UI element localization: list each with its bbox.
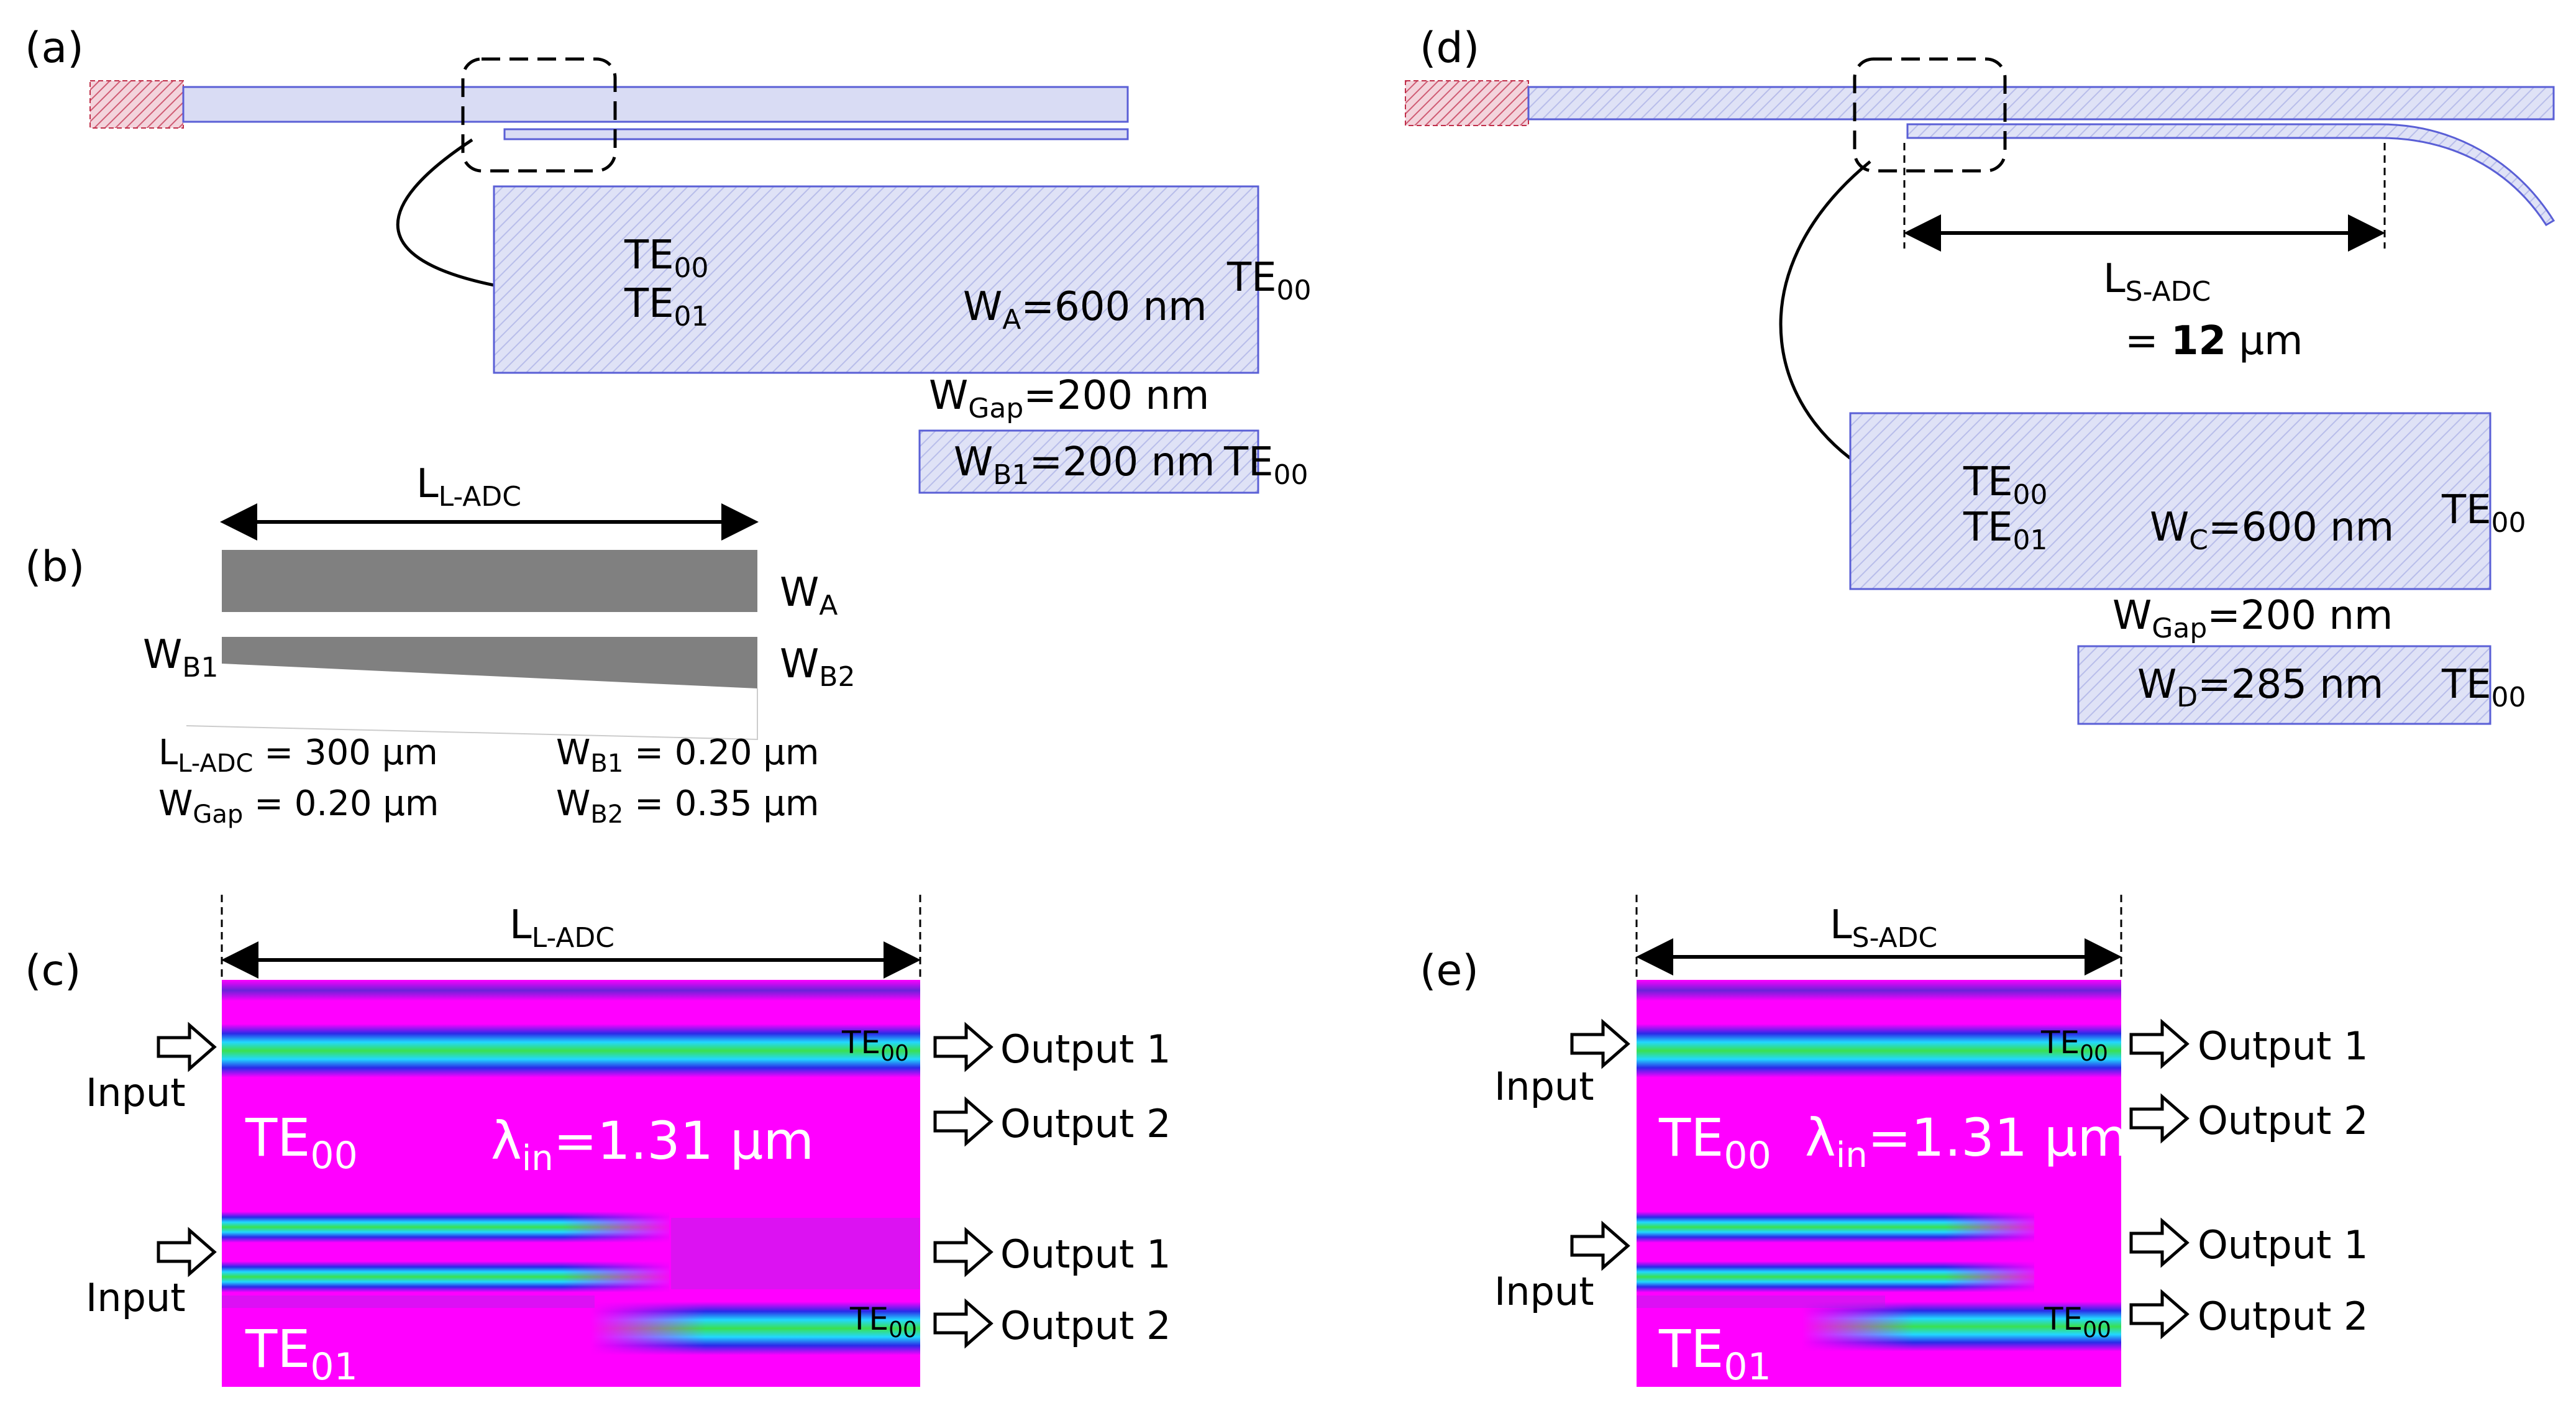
output-lower-te00: TE00 — [1223, 439, 1309, 491]
length-l-adc-c: LL-ADC — [509, 902, 614, 954]
input-arrow-1-c — [157, 1021, 217, 1072]
width-c-label: WC=600 nm — [2150, 505, 2394, 556]
bar-wa — [222, 550, 757, 612]
sim-lambda-label: λin=1.31 μm — [491, 1110, 814, 1179]
param-w-b2: WB2 = 0.35 μm — [556, 784, 819, 829]
output-arrow-2b-c — [933, 1298, 993, 1349]
zoom-mode-te01-d: TE01 — [1963, 505, 2048, 556]
input-arrow-1-e — [1570, 1018, 1630, 1069]
zoom-arrow-d — [1779, 160, 1892, 484]
sim-te00-out-bottom: TE00 — [849, 1301, 917, 1343]
length-l-adc-label: LL-ADC — [416, 461, 521, 513]
label-wa: WA — [780, 570, 838, 621]
output-arrow-1b-c — [933, 1227, 993, 1277]
simulation-map-e — [1637, 980, 2121, 1387]
output-arrow-2a-c — [933, 1096, 993, 1147]
zoom-waveguide-a — [493, 185, 1259, 374]
output-label-2a-c: Output 2 — [1000, 1101, 1171, 1146]
panel-label-c: (c) — [25, 946, 81, 995]
zoom-waveguide-c — [1849, 412, 2492, 590]
zoom-mode-te00: TE00 — [624, 232, 709, 284]
output-upper-te00-d: TE00 — [2441, 487, 2526, 539]
sim-te00-out-top: TE00 — [841, 1025, 909, 1066]
output-arrow-1a-e — [2129, 1018, 2190, 1069]
label-wb2: WB2 — [780, 641, 855, 693]
width-a-label: WA=600 nm — [963, 284, 1207, 336]
sim-te00-out-bottom-e: TE00 — [2044, 1301, 2111, 1343]
sim-te00-label: TE00 — [245, 1107, 358, 1177]
panel-e: (e) LS-ADC TE00 λin=1.31 μm TE01 TE00 TE… — [1420, 895, 2368, 1389]
input-arrow-2-c — [157, 1227, 217, 1277]
width-d-label: WD=285 nm — [2137, 662, 2383, 713]
width-b1-label: WB1=200 nm — [954, 439, 1215, 491]
sim-te00-out-top-e: TE00 — [2040, 1025, 2108, 1066]
zoom-arrow — [396, 138, 537, 304]
sim-lambda-label-e: λin=1.31 μm — [1805, 1107, 2128, 1176]
output-arrow-2b-e — [2129, 1289, 2190, 1340]
output-label-1a-e: Output 1 — [2198, 1023, 2368, 1069]
output-label-2b-c: Output 2 — [1000, 1303, 1171, 1348]
output-label-1a-c: Output 1 — [1000, 1026, 1171, 1072]
panel-label-a: (a) — [25, 24, 84, 73]
panel-label-d: (d) — [1420, 24, 1479, 73]
output-label-2b-e: Output 2 — [2198, 1294, 2368, 1339]
main-waveguide — [182, 86, 1129, 123]
output-arrow-1b-e — [2129, 1217, 2190, 1268]
panel-b: (b) LL-ADC WA WB1 WB2 LL-ADC = 300 μm WG… — [25, 461, 855, 829]
param-w-b1: WB1 = 0.20 μm — [556, 733, 819, 778]
zoom-box — [461, 57, 617, 173]
panel-a: (a) TE00 TE01 WA=600 nm TE00 WGap=200 nm… — [25, 24, 1312, 494]
gap-label-d: WGap=200 nm — [2112, 593, 2393, 644]
input-taper-d — [1405, 80, 1529, 126]
output-arrow-2a-e — [2129, 1093, 2190, 1144]
output-label-2a-e: Output 2 — [2198, 1098, 2368, 1143]
output-arrow-1a-c — [933, 1021, 993, 1072]
output-label-1b-c: Output 1 — [1000, 1232, 1171, 1277]
coupled-waveguide — [503, 128, 1129, 140]
input-taper — [89, 80, 184, 129]
output-upper-te00: TE00 — [1226, 255, 1312, 306]
panel-c: (c) LL-ADC TE00 λin=1.31 μm TE01 TE — [25, 895, 1171, 1389]
simulation-map-c — [222, 980, 920, 1387]
bent-waveguide-d — [1906, 123, 2555, 227]
zoom-box-d — [1853, 57, 2007, 173]
output-label-1b-e: Output 1 — [2198, 1222, 2368, 1268]
input-label-2-e: Input — [1494, 1269, 1594, 1314]
taper-wb — [222, 637, 757, 688]
length-s-adc-label: LS-ADC — [2103, 256, 2211, 308]
panel-label-e: (e) — [1420, 946, 1479, 995]
zoom-waveguide-d — [2077, 645, 2492, 725]
label-wb1: WB1 — [143, 632, 218, 683]
param-l-adc: LL-ADC = 300 μm — [158, 733, 438, 778]
taper-guide-line — [186, 688, 758, 741]
sim-te00-label-e: TE00 — [1658, 1107, 1771, 1177]
zoom-waveguide-b1 — [918, 429, 1259, 494]
input-arrow-2-e — [1570, 1220, 1630, 1271]
zoom-mode-te01: TE01 — [624, 281, 709, 332]
zoom-mode-te00-d: TE00 — [1963, 459, 2048, 511]
sim-te01-label: TE01 — [245, 1318, 358, 1389]
gap-label: WGap=200 nm — [929, 373, 1209, 424]
input-label-1-e: Input — [1494, 1064, 1594, 1109]
output-lower-te00-d: TE00 — [2441, 662, 2526, 713]
param-w-gap: WGap = 0.20 μm — [158, 784, 439, 829]
panel-d: (d) LS-ADC = 12 μm TE00 TE01 WC=600 nm T… — [1405, 24, 2555, 725]
length-s-adc-e: LS-ADC — [1830, 902, 1937, 954]
sim-te01-label-e: TE01 — [1658, 1318, 1771, 1389]
panel-label-b: (b) — [25, 542, 84, 592]
input-label-2-c: Input — [86, 1275, 186, 1320]
input-label-1-c: Input — [86, 1070, 186, 1115]
length-s-adc-value: = 12 μm — [2125, 318, 2303, 364]
main-waveguide-d — [1527, 86, 2555, 121]
